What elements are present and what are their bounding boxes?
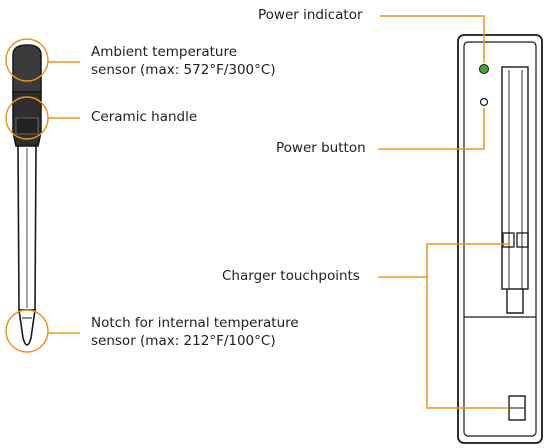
notch-label-line1: Notch for internal temperature [91,315,299,331]
charger-touchpoint-right [516,232,529,248]
notch-callout-circle [5,309,49,353]
notch-label-line2: sensor (max: 212°F/100°C) [91,333,276,349]
charger-touchpoint-left [502,232,515,248]
probe-handle-ring [15,117,39,135]
charger-touchpoints-label: Charger touchpoints [222,268,360,284]
power-button-label: Power button [276,140,366,156]
power-button-dot [479,97,489,107]
ambient-sensor-label-line2: sensor (max: 572°F/300°C) [91,62,276,78]
charger-outer-body [457,34,543,444]
charger [457,34,543,444]
power-indicator-leader-line [380,15,485,63]
ambient-sensor-label-line1: Ambient temperature [91,44,238,60]
power-indicator-led [479,64,489,74]
probe-ambient-cap [12,44,42,93]
power-indicator-label: Power indicator [258,7,363,23]
charger-touchpoints-bracket [426,243,509,409]
probe [12,44,42,346]
ceramic-handle-label: Ceramic handle [91,109,198,125]
ambient-sensor-callout-circle [5,38,49,82]
probe-tip [18,309,36,346]
charger-inner-frame [463,41,537,437]
charger-probe-slot [501,66,529,290]
power-button-leader-line [378,108,485,150]
